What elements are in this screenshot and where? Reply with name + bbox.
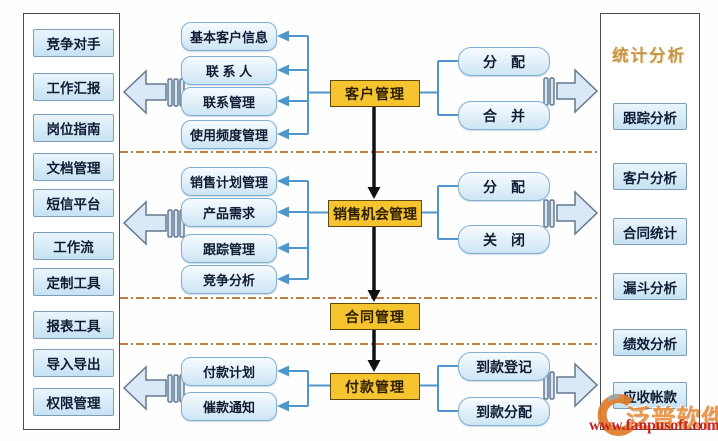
brand-logo-icon xyxy=(597,394,634,436)
feature-node: 联系管理 xyxy=(181,87,277,116)
module-label: 合同管理 xyxy=(345,308,405,325)
tool-item-label: 工作汇报 xyxy=(46,81,101,96)
tool-item-label: 定制工具 xyxy=(46,276,101,291)
flow-arrow-right-icon xyxy=(543,68,599,114)
action-node: 合 并 xyxy=(458,101,550,130)
feature-label: 竞争分析 xyxy=(202,273,255,288)
feature-label: 联系管理 xyxy=(202,95,255,110)
tool-item: 短信平台 xyxy=(33,189,114,217)
tool-item: 岗位指南 xyxy=(33,114,114,142)
stats-item-label: 合同统计 xyxy=(623,225,677,241)
action-label: 关 闭 xyxy=(483,231,525,248)
tool-item: 竞争对手 xyxy=(33,29,114,57)
tool-item: 工作流 xyxy=(33,232,114,260)
action-node: 到款分配 xyxy=(458,397,550,426)
feature-label: 付款计划 xyxy=(202,365,255,380)
flow-arrow-left-icon xyxy=(122,200,185,246)
tool-item-label: 导入导出 xyxy=(46,357,101,372)
feature-label: 跟踪管理 xyxy=(202,242,255,257)
module-node-sales: 销售机会管理 xyxy=(328,200,422,227)
stats-item: 合同统计 xyxy=(613,218,687,245)
blue-arrowheads xyxy=(277,30,289,412)
tool-item-label: 竞争对手 xyxy=(46,37,101,52)
tool-item: 权限管理 xyxy=(33,388,114,416)
module-node-contract: 合同管理 xyxy=(330,303,420,330)
module-label: 客户管理 xyxy=(345,85,405,102)
feature-node: 跟踪管理 xyxy=(181,234,277,263)
feature-node: 竞争分析 xyxy=(181,265,277,294)
action-node: 分 配 xyxy=(458,47,550,76)
brand-url: www.fanpusoft.com xyxy=(589,417,718,434)
module-node-customer: 客户管理 xyxy=(330,80,420,107)
tool-item: 导入导出 xyxy=(33,349,114,377)
action-label: 到款分配 xyxy=(476,403,532,420)
feature-label: 联 系 人 xyxy=(205,64,253,79)
module-node-payment: 付款管理 xyxy=(330,373,420,400)
action-node: 到款登记 xyxy=(458,352,550,381)
feature-node: 联 系 人 xyxy=(181,56,277,85)
module-flow-arrowheads xyxy=(367,187,381,372)
tool-item: 报表工具 xyxy=(33,311,114,339)
feature-label: 使用频度管理 xyxy=(189,128,268,143)
module-label: 销售机会管理 xyxy=(333,205,417,222)
flow-arrow-left-icon xyxy=(122,365,185,411)
feature-node: 基本客户信息 xyxy=(181,22,277,51)
feature-label: 基本客户信息 xyxy=(189,30,268,45)
stats-item: 跟踪分析 xyxy=(613,103,687,130)
action-label: 分 配 xyxy=(483,178,525,195)
feature-node: 产品需求 xyxy=(181,198,277,227)
tool-item-label: 文档管理 xyxy=(46,161,101,176)
tool-item-label: 报表工具 xyxy=(46,319,101,334)
feature-node: 付款计划 xyxy=(181,357,277,386)
stats-item-label: 应收帐款 xyxy=(623,389,677,405)
feature-label: 产品需求 xyxy=(202,206,255,221)
flow-arrow-right-icon xyxy=(543,190,599,236)
action-node: 关 闭 xyxy=(458,225,550,254)
feature-label: 催款通知 xyxy=(202,400,255,415)
blue-connectors xyxy=(288,35,458,412)
feature-node: 销售计划管理 xyxy=(181,167,277,196)
stats-item-label: 客户分析 xyxy=(623,170,677,186)
flow-arrow-left-icon xyxy=(122,69,185,115)
action-label: 到款登记 xyxy=(476,358,532,375)
stats-item-label: 绩效分析 xyxy=(623,336,677,352)
tool-item: 文档管理 xyxy=(33,153,114,181)
stats-panel-title: 统计分析 xyxy=(612,47,686,65)
tool-item-label: 工作流 xyxy=(53,240,94,255)
tool-item-label: 权限管理 xyxy=(46,396,101,411)
stats-item: 绩效分析 xyxy=(613,329,687,356)
feature-label: 销售计划管理 xyxy=(189,175,268,190)
action-node: 分 配 xyxy=(458,172,550,201)
stats-item: 漏斗分析 xyxy=(613,273,687,300)
tool-item-label: 岗位指南 xyxy=(46,122,101,137)
action-label: 分 配 xyxy=(483,53,525,70)
tool-item: 定制工具 xyxy=(33,268,114,296)
brand-name: 泛普软件 xyxy=(626,405,718,432)
stats-item: 客户分析 xyxy=(613,163,687,190)
feature-node: 使用频度管理 xyxy=(181,120,277,149)
action-label: 合 并 xyxy=(483,107,525,124)
module-label: 付款管理 xyxy=(345,378,405,395)
feature-node: 催款通知 xyxy=(181,392,277,421)
flow-arrow-right-icon xyxy=(543,362,599,408)
stats-item-label: 跟踪分析 xyxy=(623,110,677,126)
stats-item-label: 漏斗分析 xyxy=(623,280,677,296)
tool-item-label: 短信平台 xyxy=(46,197,101,212)
tool-item: 工作汇报 xyxy=(33,73,114,101)
